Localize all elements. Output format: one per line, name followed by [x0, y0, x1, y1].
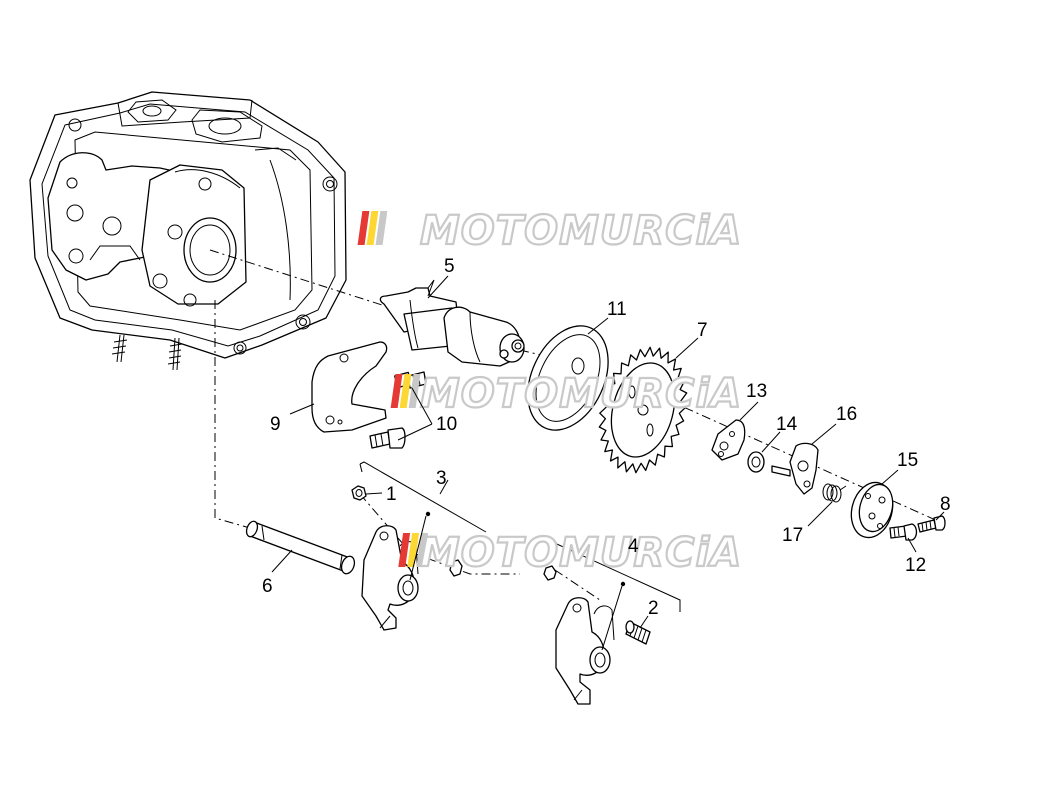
watermark-1: MOTOMURCiA	[357, 207, 742, 255]
callout-3: 3	[436, 468, 447, 489]
callout-15-sixteen: 16	[836, 404, 857, 425]
watermark-3: MOTOMURCiA	[398, 529, 742, 577]
callout-4: 4	[628, 536, 639, 557]
adjuster-nut-2	[449, 559, 557, 581]
rocker-shaft	[245, 520, 356, 575]
callout-8: 8	[940, 494, 951, 515]
callout-10: 10	[436, 414, 457, 435]
cam-sprocket	[598, 346, 688, 474]
callout-5: 5	[444, 256, 455, 277]
callout-15: 15	[897, 450, 918, 471]
decompressor-lever	[771, 442, 819, 495]
camshaft	[379, 279, 525, 367]
watermark-2: MOTOMURCiA	[390, 370, 742, 418]
callout-12: 12	[905, 555, 926, 576]
callout-13: 13	[746, 381, 767, 402]
screw-long	[889, 523, 918, 541]
watermark-text-2: MOTOMURCiA	[420, 371, 742, 417]
callout-7: 7	[697, 320, 708, 341]
cover-plate	[311, 341, 388, 433]
decompressor-washer	[747, 451, 765, 473]
callout-labels: 1 2 3 4 5 6 7 8 9 10 11 12 13 14 16 15 1…	[262, 256, 951, 619]
decompressor-spring	[822, 483, 847, 503]
cylinder-head	[29, 91, 347, 371]
sprocket-flange	[850, 481, 894, 539]
callout-17: 17	[782, 525, 803, 546]
callout-9: 9	[270, 414, 281, 435]
bracket-3	[359, 461, 487, 533]
callout-1: 1	[386, 484, 397, 505]
callout-11: 11	[607, 299, 627, 320]
decompressor-counterweight	[711, 419, 746, 461]
thrust-washer	[527, 325, 609, 431]
callout-6: 6	[262, 576, 273, 597]
bracket-4	[547, 539, 681, 612]
bolt-lower	[369, 427, 406, 449]
rocker-arm-exhaust	[555, 597, 615, 705]
watermark-text-3: MOTOMURCiA	[420, 530, 742, 576]
rocker-arm-intake	[361, 525, 419, 631]
adjuster-nut	[351, 485, 367, 501]
callout-14: 14	[776, 414, 798, 435]
leader-lines	[271, 275, 945, 651]
callout-2: 2	[648, 598, 659, 619]
adjuster-screw	[625, 620, 651, 645]
watermark-text-1: MOTOMURCiA	[420, 208, 742, 254]
